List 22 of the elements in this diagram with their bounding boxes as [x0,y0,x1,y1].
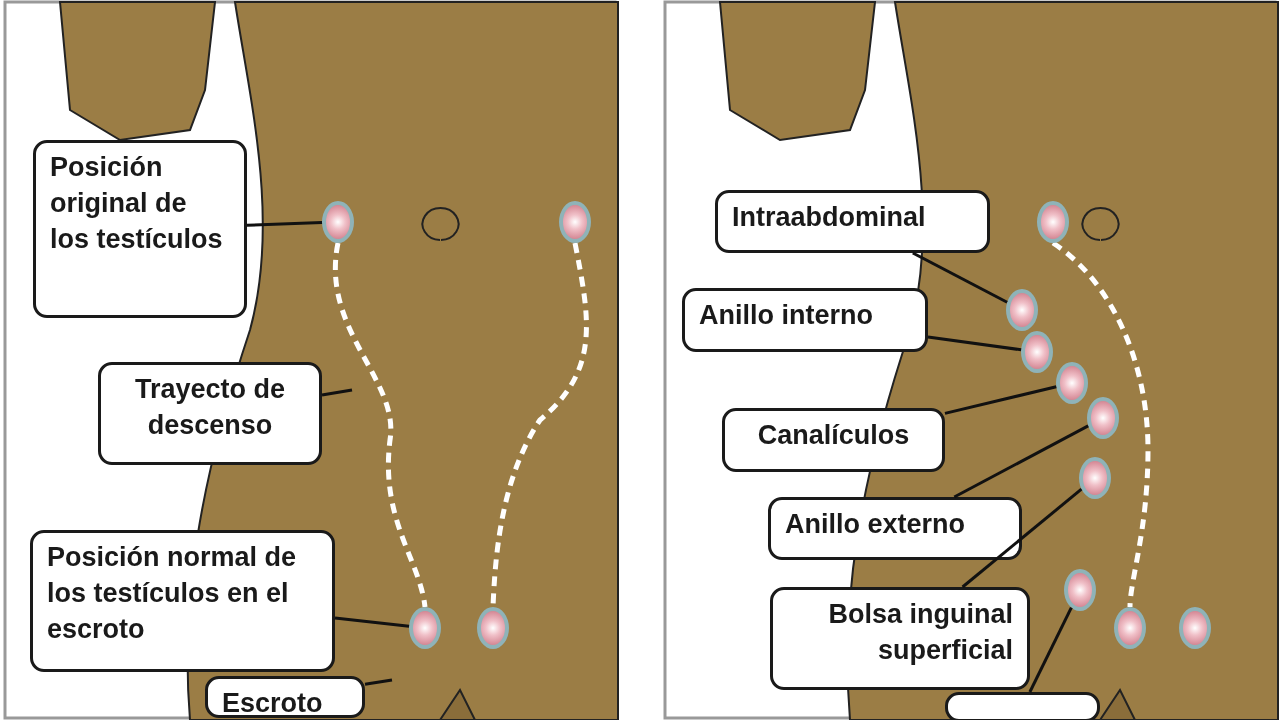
leader-line [364,678,393,686]
callout-box [945,692,1100,720]
callout-label: Canalículos [722,408,945,472]
leader-line [1028,607,1073,693]
callout-label: Trayecto de descenso [98,362,322,465]
leader-line [927,335,1022,352]
leader-line [944,385,1057,415]
callout-label: Bolsa inguinal superficial [770,587,1030,690]
leader-line [953,424,1089,499]
leader-line [246,221,323,227]
callout-label: Anillo interno [682,288,928,352]
callout-label: Posición original de los testículos [33,140,247,318]
leader-line [334,616,410,628]
callout-label: Escroto [205,676,365,718]
descent-path [333,242,428,608]
callout-label: Posición normal de los testículos en el escroto [30,530,335,672]
descent-path [1051,241,1151,608]
callout-label: Anillo externo [768,497,1022,560]
leader-line [912,251,1008,304]
callout-label: Intraabdominal [715,190,990,253]
leader-line [961,488,1083,589]
leader-line [321,388,353,397]
